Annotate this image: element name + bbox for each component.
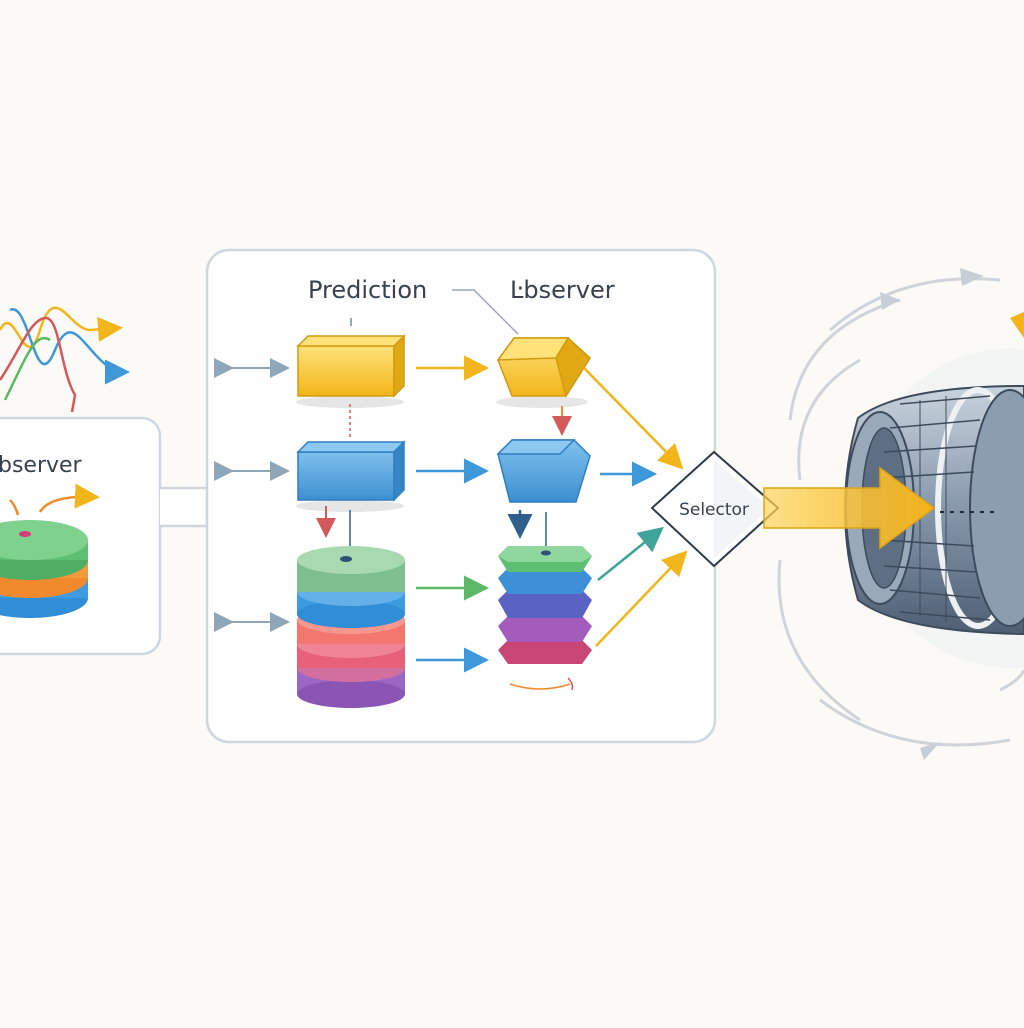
disk-stack-icon bbox=[0, 520, 88, 618]
output-arrow bbox=[763, 466, 936, 550]
left-stack-arrows bbox=[9, 483, 100, 516]
prediction-blue-block bbox=[296, 440, 406, 512]
observer-yellow-block bbox=[496, 336, 591, 408]
observer-label: Ŀbserver bbox=[510, 276, 615, 304]
motion-swirl-arrows bbox=[880, 268, 984, 760]
prediction-cylinder-stack bbox=[297, 546, 405, 708]
middle-arrows bbox=[416, 355, 489, 673]
selector-input-arrows bbox=[583, 367, 688, 647]
selector-label: Selector bbox=[679, 500, 749, 520]
prediction-yellow-block bbox=[296, 334, 406, 408]
diamond-icon bbox=[650, 450, 780, 568]
main-panel bbox=[205, 248, 717, 744]
left-wave-lines bbox=[0, 306, 130, 413]
left-panel-title: bserver bbox=[0, 453, 83, 478]
observer-disk-stack bbox=[498, 546, 592, 691]
output-arrow-tip bbox=[1010, 312, 1024, 338]
prediction-label: Prediction bbox=[308, 276, 427, 304]
observer-blue-block bbox=[496, 439, 591, 503]
turbine-engine-icon bbox=[844, 348, 1024, 668]
input-arrows bbox=[214, 358, 290, 632]
label-connector bbox=[452, 289, 519, 335]
